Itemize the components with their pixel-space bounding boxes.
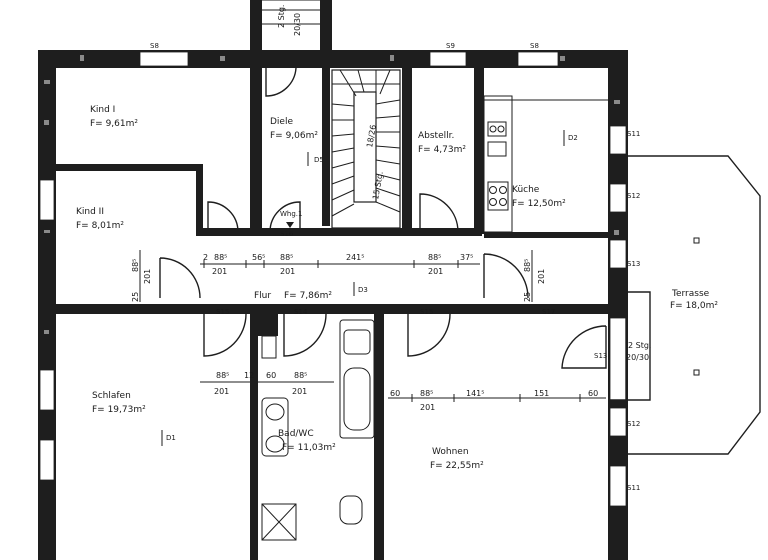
room-name-abstell: Abstellr. [418, 131, 454, 141]
dim-wohnen-3: 141⁵ [466, 389, 484, 398]
room-area-terrasse: F= 18,0m² [670, 301, 718, 311]
dim-flur-0: 2 [203, 253, 208, 262]
room-area-diele: F= 9,06m² [270, 131, 318, 141]
window-label-s8b: S8 [530, 42, 539, 50]
dimension-lines [139, 250, 606, 402]
window-label-s16: S16 [280, 230, 294, 238]
dim-flur-2: 201 [212, 267, 227, 276]
marker-d5: D5 [314, 156, 324, 164]
room-labels: Kind I F= 9,61m² Kind II F= 8,01m² Diele… [76, 105, 718, 471]
room-name-diele: Diele [270, 117, 293, 127]
whg-label: Whg.1 [280, 210, 302, 218]
dim-flur-3: 56⁵ [252, 253, 265, 262]
window-label-s11b: S11 [627, 484, 640, 492]
dim-right-0: 88⁵ [523, 259, 532, 272]
dim-flur-9: 37⁵ [460, 253, 473, 262]
interior-walls [56, 68, 608, 560]
window-label-s15a: S15 [216, 308, 229, 316]
dim-flur-5: 201 [280, 267, 295, 276]
dim-bad-0: 88⁵ [216, 371, 229, 380]
window-label-s8a: S8 [150, 42, 159, 50]
main-staircase [331, 69, 401, 229]
dim-flur-4: 88⁵ [280, 253, 293, 262]
room-name-schlafen: Schlafen [92, 391, 131, 401]
room-area-wohnen: F= 22,55m² [430, 461, 484, 471]
terrace-stair-dim: 20/30 [626, 353, 649, 362]
dim-flur-8: 201 [428, 267, 443, 276]
dim-wohnen-5: 60 [588, 389, 598, 398]
markers: Whg.1 D5 D3 D2 D1 [161, 130, 578, 446]
top-stair-label: 2 Stg. [277, 5, 286, 28]
window-label-s13b: S13 [594, 352, 607, 360]
dim-wohnen-2: 201 [420, 403, 435, 412]
room-area-abstell: F= 4,73m² [418, 145, 466, 155]
marker-d1: D1 [166, 434, 176, 442]
dim-bad-5: 201 [292, 387, 307, 396]
dim-bad-3: 60 [266, 371, 276, 380]
window-labels: S8 S9 S8 S11 S12 S13 S13 S12 S11 S15 S14… [150, 42, 640, 492]
room-name-bad: Bad/WC [278, 429, 314, 439]
window-label-s17: S17 [542, 308, 555, 316]
window-label-s11a: S11 [627, 130, 640, 138]
top-stair [262, 0, 320, 25]
room-area-kind1: F= 9,61m² [90, 119, 138, 129]
terrace-stair-label: 2 Stg. [628, 341, 651, 350]
dim-bad-1: 201 [214, 387, 229, 396]
dim-right-1: 201 [537, 269, 546, 284]
window-label-s12b: S12 [627, 420, 640, 428]
window-label-s12a: S12 [627, 192, 640, 200]
dim-right-2: 25 [523, 292, 532, 302]
room-name-wohnen: Wohnen [432, 447, 469, 457]
dim-left-1: 201 [143, 269, 152, 284]
window-label-s9: S9 [446, 42, 455, 50]
window-label-s13a: S13 [627, 260, 640, 268]
dim-wohnen-0: 60 [390, 389, 400, 398]
room-name-kind2: Kind II [76, 207, 104, 217]
room-name-terrasse: Terrasse [671, 289, 710, 299]
room-area-bad: F= 11,03m² [282, 443, 336, 453]
dim-flur-6: 241⁵ [346, 253, 364, 262]
room-name-flur: Flur [254, 291, 271, 301]
dim-flur-7: 88⁵ [428, 253, 441, 262]
stair-rise-label: 18/26 [365, 124, 378, 148]
terrace [610, 155, 761, 455]
marker-d3: D3 [358, 286, 368, 294]
doors [159, 67, 607, 369]
window-label-s14: S14 [294, 308, 308, 316]
stair-count-label: 15 Stg. [371, 171, 385, 201]
room-area-kueche: F= 12,50m² [512, 199, 566, 209]
marker-d2: D2 [568, 134, 578, 142]
terrace-posts [693, 237, 700, 376]
top-stair-dim: 20/30 [293, 13, 302, 36]
dimension-texts: 2 88⁵ 201 56⁵ 88⁵ 201 241⁵ 88⁵ 201 37⁵ 8… [131, 253, 598, 412]
kitchen-fixtures [483, 95, 608, 233]
room-area-flur: F= 7,86m² [284, 291, 332, 301]
room-name-kueche: Küche [512, 185, 540, 195]
dim-flur-1: 88⁵ [214, 253, 227, 262]
whg-arrow-icon [286, 222, 294, 228]
bathroom-fixtures [261, 319, 375, 541]
dim-left-2: 25 [131, 292, 140, 302]
room-name-kind1: Kind I [90, 105, 115, 115]
window-openings [39, 51, 627, 507]
dim-wohnen-4: 151 [534, 389, 549, 398]
dim-left-0: 88⁵ [131, 259, 140, 272]
room-area-kind2: F= 8,01m² [76, 221, 124, 231]
window-label-s15b: S15 [420, 308, 433, 316]
dim-bad-2: 12 [244, 371, 254, 380]
dim-wohnen-1: 88⁵ [420, 389, 433, 398]
dim-bad-4: 88⁵ [294, 371, 307, 380]
room-area-schlafen: F= 19,73m² [92, 405, 146, 415]
